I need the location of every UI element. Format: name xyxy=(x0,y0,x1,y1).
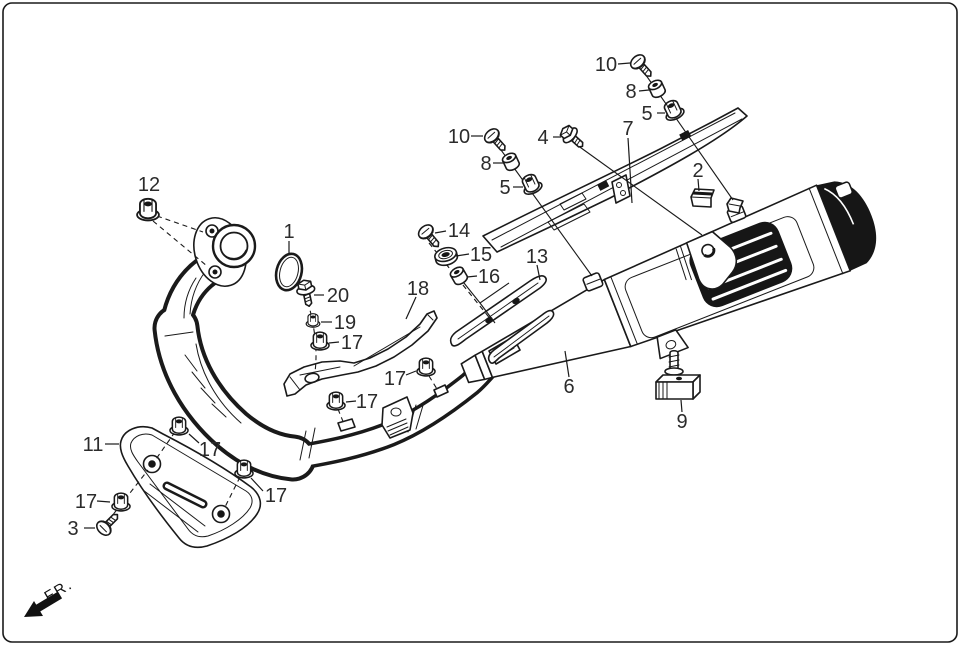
clip-nut xyxy=(690,188,715,208)
part-label-15: 15 xyxy=(470,244,492,266)
fr-label: FR. xyxy=(42,576,77,606)
fastener-axis-lines xyxy=(107,67,734,522)
hex-nut-icon xyxy=(136,197,160,222)
heat-shield-strip xyxy=(449,274,547,347)
part-label-10: 10 xyxy=(448,126,470,148)
exhaust-header-pipe xyxy=(152,217,501,482)
hex-nut-icon xyxy=(326,391,346,411)
pipe-hanger-bracket xyxy=(381,396,414,439)
hex-nut-icon xyxy=(305,313,321,328)
shield-stud xyxy=(679,130,692,141)
lower-shield-strip xyxy=(487,309,555,365)
muffler-cone xyxy=(481,278,632,379)
hex-nut-icon xyxy=(234,459,254,479)
part-label-4: 4 xyxy=(537,127,548,149)
part-label-10: 10 xyxy=(595,54,617,76)
part-label-17: 17 xyxy=(356,391,378,413)
part-label-14: 14 xyxy=(448,220,470,242)
part-label-16: 16 xyxy=(478,266,500,288)
fasteners xyxy=(93,51,687,539)
fr-arrow-shaft xyxy=(32,591,63,614)
muffler-hanger-tab xyxy=(675,230,738,290)
front-heat-shield xyxy=(119,425,262,549)
label-leader-lines xyxy=(84,62,700,529)
shield-stud xyxy=(597,180,610,191)
part-label-1: 1 xyxy=(283,221,294,243)
pipe-shield-bracket xyxy=(283,310,438,397)
part-label-17: 17 xyxy=(199,439,221,461)
part-label-17: 17 xyxy=(75,491,97,513)
hex-nut-icon xyxy=(310,331,330,351)
hex-nut-icon xyxy=(111,492,131,512)
shield-window xyxy=(547,203,591,231)
shield-window xyxy=(559,192,587,211)
screw-icon xyxy=(627,51,658,83)
front-direction-indicator: FR. xyxy=(24,576,76,617)
screw-icon xyxy=(415,221,446,253)
part-label-9: 9 xyxy=(676,411,687,433)
part-label-13: 13 xyxy=(526,246,548,268)
part-label-17: 17 xyxy=(384,368,406,390)
part-label-6: 6 xyxy=(563,376,574,398)
part-label-17: 17 xyxy=(265,485,287,507)
part-label-11: 11 xyxy=(83,434,104,456)
flange-bolt-icon xyxy=(556,121,590,154)
part-label-5: 5 xyxy=(499,177,510,199)
part-label-8: 8 xyxy=(480,153,491,175)
pipe-hatching xyxy=(184,354,227,418)
part-label-5: 5 xyxy=(641,103,652,125)
part-label-3: 3 xyxy=(67,518,78,540)
rubber-mount xyxy=(655,349,701,400)
bushing-icon xyxy=(447,264,470,288)
flange-nut-icon xyxy=(517,170,545,198)
part-label-19: 19 xyxy=(334,312,356,334)
muffler-mount-bracket xyxy=(656,329,689,360)
exhaust-flange xyxy=(193,217,257,287)
hex-nut-icon xyxy=(416,357,436,377)
part-label-20: 20 xyxy=(327,285,349,307)
washer-icon xyxy=(432,244,460,269)
pipe-weld-seams xyxy=(299,427,316,461)
pipe-stud-tab xyxy=(337,418,356,432)
muffler-end-cap xyxy=(808,181,877,275)
fr-arrow-head xyxy=(24,601,43,617)
pipe-bend-contours xyxy=(183,271,206,319)
pipe-stud-tab xyxy=(433,384,449,398)
hex-nut-icon xyxy=(169,416,189,436)
screw-icon xyxy=(93,508,124,539)
part-label-17: 17 xyxy=(341,332,363,354)
o-ring-icon xyxy=(274,252,304,292)
part-label-2: 2 xyxy=(692,160,703,182)
part-label-12: 12 xyxy=(138,174,160,196)
part-label-18: 18 xyxy=(407,278,429,300)
muffler-body xyxy=(460,181,877,384)
part-label-7: 7 xyxy=(622,118,633,140)
part-label-8: 8 xyxy=(625,81,636,103)
screw-icon xyxy=(481,125,512,157)
flange-bolt-icon xyxy=(294,277,319,309)
